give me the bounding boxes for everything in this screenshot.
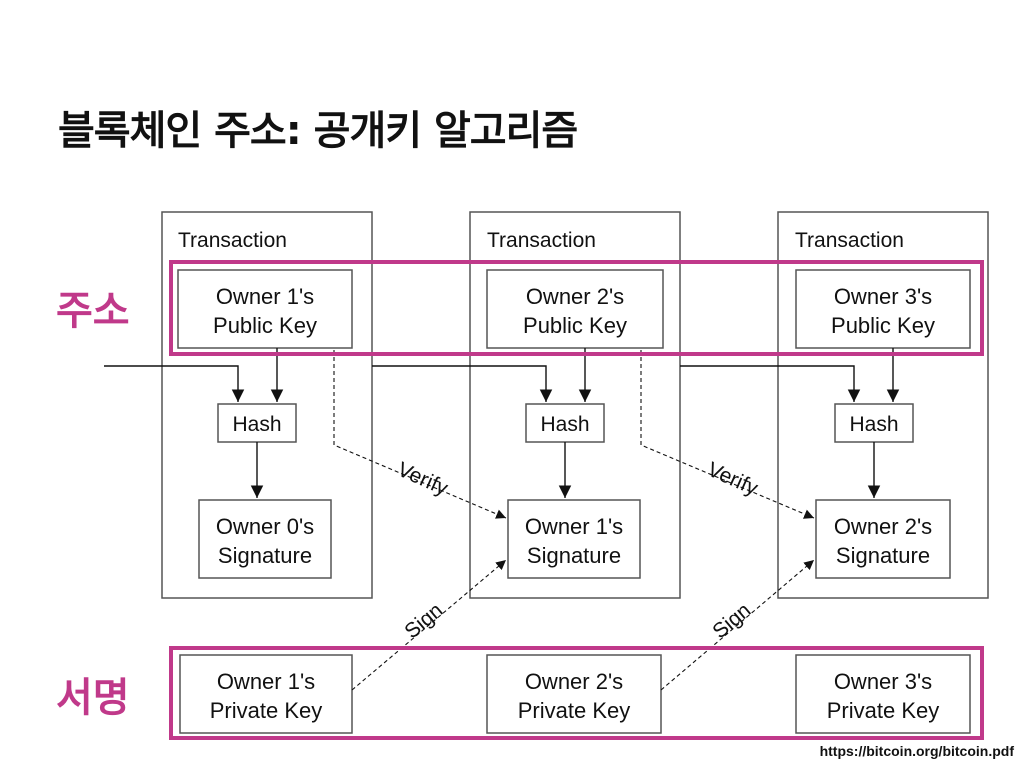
hash-box (834, 403, 914, 443)
private-key-label: Private Key (518, 698, 631, 723)
signature-owner: Owner 2's (834, 514, 932, 539)
signature-highlight-box (169, 646, 984, 740)
public-key-box (795, 269, 971, 349)
signature-label: 서명 (56, 675, 130, 721)
address-label: 주소 (56, 288, 130, 334)
signature-label: Signature (836, 543, 930, 568)
sign-arrow (351, 559, 507, 691)
hash-box (217, 403, 297, 443)
transaction-header: Transaction (795, 229, 904, 252)
public-key-label: Public Key (523, 313, 627, 338)
public-key-label: Public Key (213, 313, 317, 338)
private-key-owner: Owner 3's (834, 669, 932, 694)
signature-label: Signature (218, 543, 312, 568)
transaction-header: Transaction (178, 229, 287, 252)
dashed-arrows (333, 350, 815, 691)
sign-arrow (660, 559, 815, 691)
private-key-label: Private Key (210, 698, 323, 723)
hash-label: Hash (232, 413, 281, 436)
verify-arrow (640, 350, 815, 519)
prev-tx-arrow (372, 365, 553, 402)
source-citation: https://bitcoin.org/bitcoin.pdf (819, 743, 1014, 759)
public-key-box (177, 269, 353, 349)
transaction-header: Transaction (487, 229, 596, 252)
slide-title: 블록체인 주소: 공개키 알고리즘 (58, 108, 578, 154)
hash-label: Hash (540, 413, 589, 436)
verify-label: Verify (704, 458, 762, 501)
verify-arrow (333, 350, 507, 519)
public-key-box (486, 269, 664, 349)
hash-label: Hash (849, 413, 898, 436)
address-highlight-box (169, 260, 984, 356)
public-key-owner: Owner 3's (834, 284, 932, 309)
signature-label: Signature (527, 543, 621, 568)
signature-box (507, 499, 641, 579)
signature-owner: Owner 1's (525, 514, 623, 539)
private-key-box (179, 654, 353, 734)
public-key-owner: Owner 2's (526, 284, 624, 309)
private-key-box (795, 654, 971, 734)
private-key-label: Private Key (827, 698, 940, 723)
signature-owner: Owner 0's (216, 514, 314, 539)
solid-arrows (104, 348, 900, 498)
prev-tx-arrow (104, 365, 245, 402)
transaction-box (469, 211, 681, 599)
signature-box (198, 499, 332, 579)
hash-box (525, 403, 605, 443)
sign-label: Sign (400, 599, 447, 644)
transaction-box (161, 211, 373, 599)
verify-label: Verify (394, 458, 452, 501)
signature-box (815, 499, 951, 579)
public-key-label: Public Key (831, 313, 935, 338)
prev-tx-arrow (680, 365, 861, 402)
private-key-owner: Owner 1's (217, 669, 315, 694)
public-key-owner: Owner 1's (216, 284, 314, 309)
private-key-box (486, 654, 662, 734)
private-key-owner: Owner 2's (525, 669, 623, 694)
sign-label: Sign (708, 599, 755, 644)
transaction-box (777, 211, 989, 599)
